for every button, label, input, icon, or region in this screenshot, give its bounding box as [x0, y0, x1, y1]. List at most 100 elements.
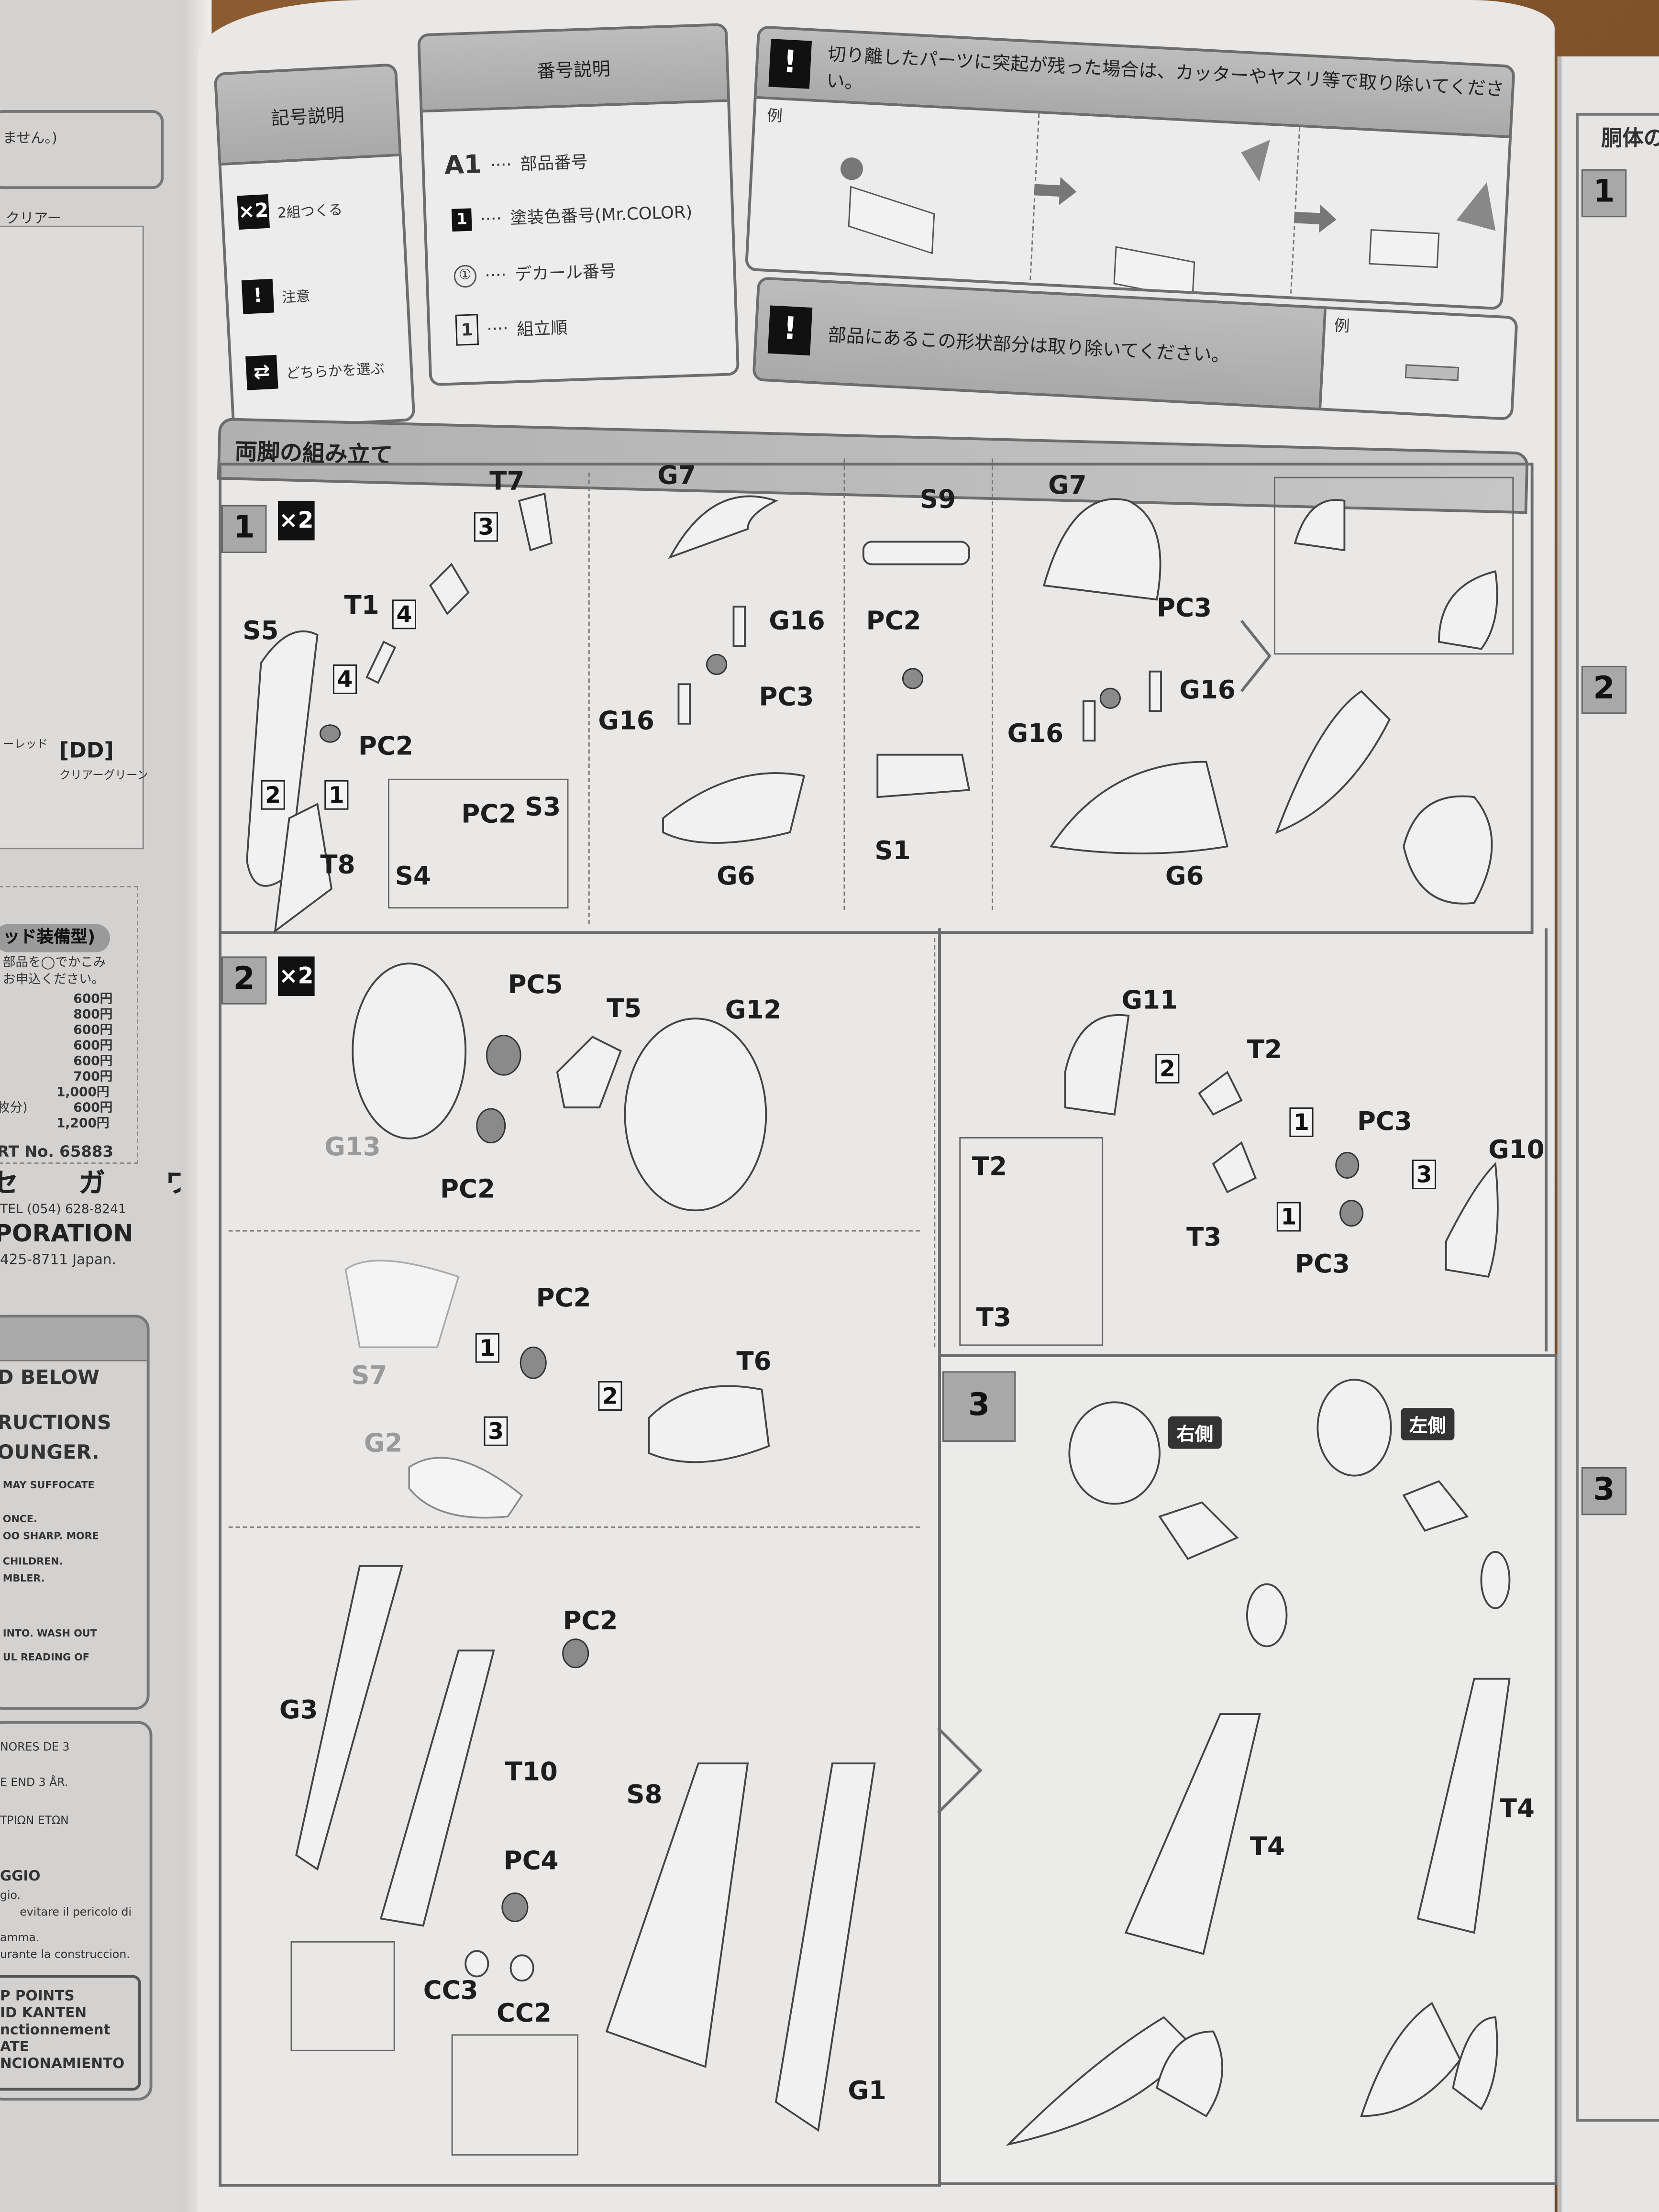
detail-inset — [387, 778, 569, 909]
leg-lower-right — [1124, 1713, 1261, 1955]
part-no-label: RT No. — [0, 1142, 54, 1161]
part-label: G6 — [717, 862, 755, 892]
step2-right-panel — [935, 928, 1548, 1352]
part-label: S7 — [351, 1361, 387, 1391]
leg-assembly — [1275, 690, 1391, 834]
warning-line: OO SHARP. MORE — [2, 1530, 99, 1542]
clear-label: クリアー — [5, 211, 62, 227]
foot-disc-right — [1068, 1401, 1161, 1505]
part-label: G16 — [1007, 719, 1064, 749]
part-label: T5 — [607, 995, 642, 1024]
assembly-order-mark: 4 — [332, 664, 357, 694]
part-g16 — [1149, 670, 1162, 712]
polycap-pc4 — [501, 1892, 529, 1923]
assembly-order-mark: 3 — [1412, 1160, 1437, 1190]
part-label: PC3 — [759, 683, 814, 713]
part-g16 — [1082, 700, 1096, 742]
part-g6 — [1049, 761, 1228, 855]
sprue-code: [DD] — [59, 738, 114, 763]
assembly-order-mark: 1 — [324, 780, 349, 810]
part-g11 — [1064, 1014, 1130, 1116]
part-label: G7 — [657, 461, 696, 491]
divider — [934, 938, 936, 1348]
sharp-points-line: nctionnement — [0, 2023, 111, 2039]
part-g6 — [662, 772, 806, 844]
polycap-pc3 — [1335, 1151, 1360, 1179]
price: 600円 — [73, 993, 113, 1007]
order-line1: 部品を◯でかこみ — [2, 956, 106, 971]
part-cc2 — [509, 1954, 534, 1982]
warning-header — [0, 1317, 147, 1361]
corp-name: PORATION — [0, 1220, 133, 1249]
part-s8 — [605, 1762, 749, 2068]
burr-removal-tip: ! 切り離したパーツに突起が残った場合は、カッターやヤスリ等で取り除いてください… — [744, 25, 1516, 310]
part-label: PC5 — [508, 970, 563, 1000]
runner-diagram — [0, 225, 144, 850]
x2-icon: ×2 — [277, 956, 315, 996]
part-label: T3 — [976, 1303, 1011, 1333]
part-s1 — [876, 753, 971, 798]
assembly-order-mark: 3 — [484, 1416, 508, 1446]
warning-line: MAY SUFFOCATE — [2, 1480, 95, 1492]
toe-right — [1155, 2030, 1223, 2118]
step-number: 1 — [221, 505, 267, 553]
part-label: S4 — [395, 862, 431, 892]
multilingual-line: GGIO — [0, 1869, 41, 1885]
right-side-tag: 右側 — [1168, 1416, 1222, 1449]
part-t6 — [648, 1385, 770, 1463]
step-number: 1 — [1581, 169, 1627, 218]
part-label: S3 — [525, 793, 561, 823]
part-joint — [429, 563, 470, 615]
right-page: 胴体の 1 2 3 — [1557, 56, 1659, 2212]
part-label: G13 — [324, 1133, 381, 1162]
multilingual-line: evitare il pericolo di — [20, 1906, 132, 1919]
price-note: 枚分) — [0, 1102, 28, 1116]
divider — [588, 472, 590, 924]
part-label: PC2 — [461, 800, 517, 830]
part-g13 — [352, 962, 467, 1139]
price: 700円 — [73, 1071, 113, 1085]
part-label: G3 — [279, 1695, 318, 1725]
step-number: 2 — [221, 956, 267, 1005]
divider — [992, 458, 994, 910]
panel-notch — [1240, 619, 1272, 692]
part-block — [1369, 229, 1440, 268]
toe-left — [1452, 2016, 1498, 2111]
assembly-order-mark: 1 — [1276, 1202, 1301, 1232]
part-g10 — [1445, 1161, 1499, 1278]
part-label: G7 — [1048, 471, 1087, 501]
warning-line: MBLER. — [2, 1573, 45, 1584]
detail-inset — [451, 2034, 579, 2156]
part-label: PC4 — [503, 1847, 559, 1877]
part-label: T2 — [972, 1152, 1007, 1183]
part-g12 — [624, 1018, 767, 1212]
nipper-icon — [1241, 140, 1270, 182]
address: 425-8711 Japan. — [0, 1252, 117, 1269]
knee-joint — [1480, 1550, 1511, 1609]
part-label: PC2 — [358, 732, 413, 762]
price: 600円 — [73, 1040, 113, 1054]
assembly-order-mark: 4 — [392, 599, 416, 630]
part-label: PC2 — [536, 1283, 591, 1314]
polycap-pc2 — [520, 1346, 547, 1379]
price: 800円 — [73, 1008, 113, 1023]
part-g16 — [732, 606, 746, 647]
part-label: G2 — [364, 1429, 403, 1459]
assembly-order-mark: 1 — [475, 1333, 499, 1363]
divider — [843, 458, 845, 910]
multilingual-box — [0, 1721, 153, 2101]
leg-part-t8 — [274, 803, 333, 933]
multilingual-line: ΤΡΙΩΝ ΕΤΩΝ — [0, 1814, 69, 1827]
part-t7 — [518, 492, 553, 552]
part-no-value: 65883 — [59, 1142, 114, 1161]
knee-joint — [1246, 1583, 1288, 1648]
arrow-icon — [1294, 204, 1337, 233]
polycap-pc2 — [319, 724, 341, 743]
file-icon — [1456, 182, 1496, 231]
part-label: G10 — [1488, 1135, 1545, 1165]
detail-inset — [959, 1137, 1104, 1346]
warning-line: INTO. WASH OUT — [2, 1628, 97, 1639]
assembly-order-mark: 2 — [1155, 1053, 1180, 1084]
price: 600円 — [73, 1024, 113, 1039]
